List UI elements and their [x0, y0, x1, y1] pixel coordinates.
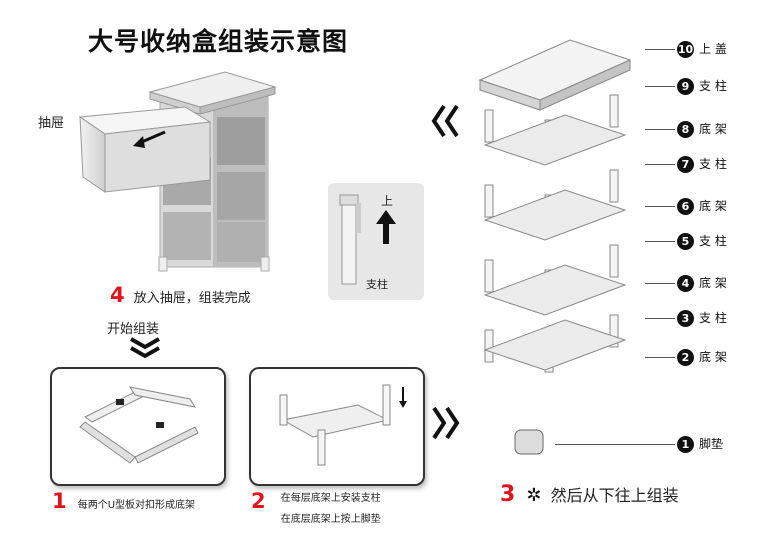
up-arrow-icon — [376, 210, 396, 244]
pillar-illustration — [339, 194, 361, 285]
part-label-8: 8 底 架 — [677, 120, 727, 138]
part-label-4: 4 底 架 — [677, 274, 727, 292]
step4-caption: 4 放入抽屉，组装完成 — [110, 283, 251, 307]
legend-line — [645, 129, 675, 130]
exploded-view-illustration — [478, 39, 632, 455]
legend-line — [645, 49, 675, 50]
pillar-up-label: 上 — [381, 194, 394, 208]
part-name: 底 架 — [699, 199, 727, 213]
part-name: 支 柱 — [699, 234, 727, 248]
legend-line — [645, 241, 675, 242]
drawer-label: 抽屉 — [38, 116, 65, 131]
legend-line — [645, 206, 675, 207]
part-number-badge: 9 — [677, 78, 694, 95]
part-number-badge: 10 — [677, 41, 694, 58]
part-name: 支 柱 — [699, 311, 727, 325]
part-name: 脚垫 — [699, 437, 724, 451]
part-name: 上 盖 — [699, 42, 727, 56]
step2-caption: 2 在每层底架上安装支柱 在底层底架上按上脚垫 — [251, 489, 381, 526]
u-board-pair-illustration — [79, 386, 199, 464]
step3-star-icon: ✲ — [526, 485, 542, 506]
step3-caption: 3 ✲ 然后从下往上组装 — [500, 482, 679, 507]
part-name: 支 柱 — [699, 79, 727, 93]
pillar-label: 支柱 — [366, 278, 388, 291]
part-label-2: 2 底 架 — [677, 348, 727, 366]
step2-text-line2: 在底层底架上按上脚垫 — [280, 514, 381, 525]
step1-text: 每两个U型板对扣形成底架 — [77, 500, 196, 511]
diagram-title: 大号收纳盒组装示意图 — [88, 27, 349, 56]
part-name: 底 架 — [699, 276, 727, 290]
part-label-10: 10 上 盖 — [677, 40, 727, 58]
part-number-badge: 1 — [677, 436, 694, 453]
part-number-badge: 2 — [677, 349, 694, 366]
step2-panel — [249, 367, 425, 486]
step1-number: 1 — [52, 489, 67, 513]
part-label-9: 9 支 柱 — [677, 77, 727, 95]
part-label-5: 5 支 柱 — [677, 232, 727, 250]
double-chevron-down-icon — [130, 337, 160, 359]
assembled-cabinet-illustration — [78, 71, 277, 272]
part-number-badge: 6 — [677, 198, 694, 215]
step2-text-line1: 在每层底架上安装支柱 — [280, 493, 381, 504]
step1-caption: 1 每两个U型板对扣形成底架 — [52, 489, 195, 513]
step3-text: 然后从下往上组装 — [550, 486, 679, 505]
step3-number: 3 — [500, 482, 516, 507]
part-number-badge: 4 — [677, 275, 694, 292]
part-number-badge: 8 — [677, 121, 694, 138]
start-assembly-label: 开始组装 — [107, 322, 160, 337]
part-label-1: 1 脚垫 — [677, 435, 723, 453]
step4-text: 放入抽屉，组装完成 — [133, 291, 251, 306]
frame-with-pillars-illustration — [279, 384, 407, 466]
legend-line — [645, 86, 675, 87]
legend-line — [645, 283, 675, 284]
legend-line — [645, 164, 675, 165]
step4-number: 4 — [110, 283, 125, 307]
part-name: 底 架 — [699, 122, 727, 136]
part-label-6: 6 底 架 — [677, 197, 727, 215]
part-name: 底 架 — [699, 350, 727, 364]
part-number-badge: 3 — [677, 310, 694, 327]
double-chevron-left-icon — [431, 104, 459, 138]
part-label-7: 7 支 柱 — [677, 155, 727, 173]
part-number-badge: 7 — [677, 156, 694, 173]
legend-line — [555, 444, 675, 445]
double-chevron-right-icon — [432, 406, 460, 440]
legend-line — [645, 357, 675, 358]
step2-number: 2 — [251, 489, 266, 513]
part-number-badge: 5 — [677, 233, 694, 250]
part-name: 支 柱 — [699, 157, 727, 171]
legend-line — [645, 318, 675, 319]
part-label-3: 3 支 柱 — [677, 309, 727, 327]
step1-panel — [50, 367, 226, 486]
